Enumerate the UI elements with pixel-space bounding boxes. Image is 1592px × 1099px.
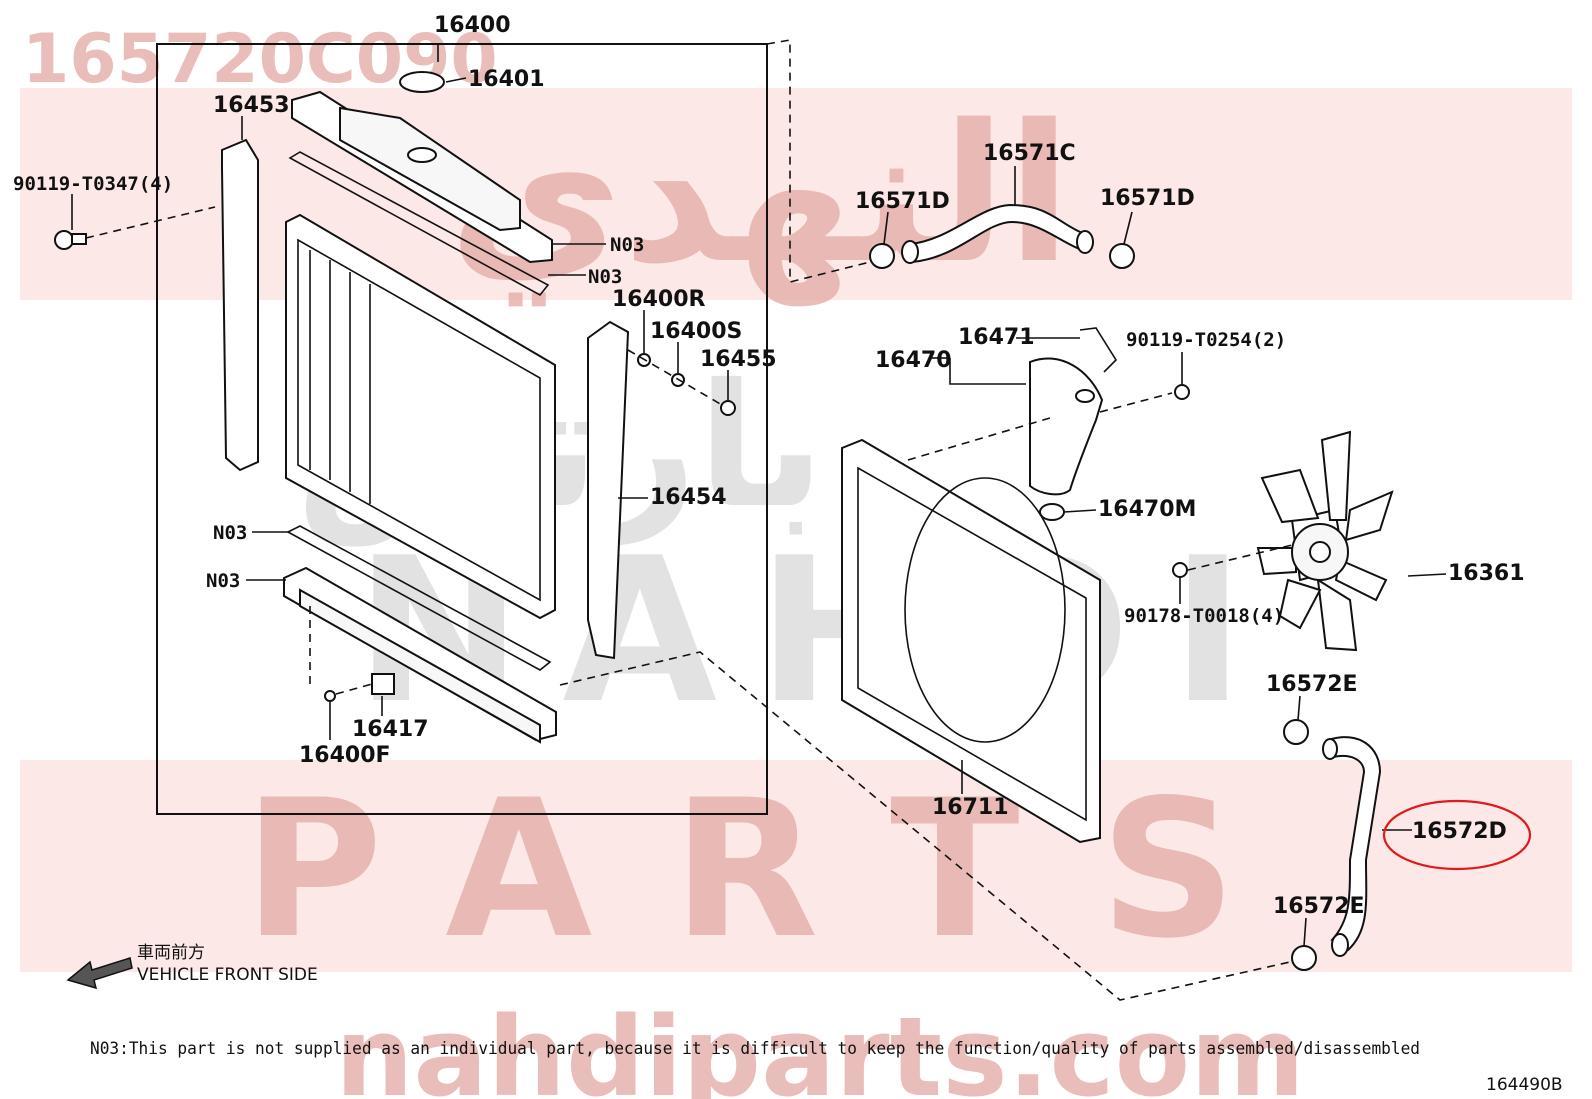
drain-cock-16417 (309, 606, 395, 702)
label-16571C: 16571C (983, 141, 1076, 166)
grommet-16470M (1039, 503, 1065, 521)
watermark-site: nahdiparts.com (335, 993, 1305, 1099)
label-16400F: 16400F (299, 743, 391, 768)
leader-lines (71, 44, 1447, 947)
side-support-16454 (587, 320, 630, 660)
vehicle-front-legend: 車両前方 VEHICLE FRONT SIDE (66, 943, 318, 990)
label-16400R: 16400R (612, 287, 706, 312)
nut-90178 (1172, 562, 1188, 578)
lower-hose-16572D (1322, 736, 1382, 957)
label-16453: 16453 (213, 93, 290, 118)
front-arrow-icon (66, 957, 133, 990)
label-16400S: 16400S (650, 319, 742, 344)
bolt-16455 (720, 400, 736, 416)
label-16571D-left: 16571D (855, 189, 950, 214)
side-support-16453 (221, 138, 259, 472)
radiator-assembly-box (156, 43, 768, 815)
label-16572D: 16572D (1412, 819, 1507, 844)
label-90178-T0018: 90178-T0018(4) (1124, 605, 1284, 627)
legend-jp: 車両前方 (137, 943, 205, 963)
radiator-lower-tank (283, 566, 557, 744)
watermark-band-top (20, 88, 1572, 300)
leader-support-fasteners (627, 349, 723, 406)
dashed-leader-hose-upper (766, 39, 871, 284)
bolt-90119-a (54, 206, 216, 250)
part-labels: 16400 16401 16453 90119-T0347(4) N03 N03… (13, 13, 1525, 919)
gasket-lower (286, 525, 552, 671)
radiator-upper-tank (291, 71, 553, 264)
figure-id: 164490B (1486, 1075, 1563, 1095)
fan-shroud-16711 (841, 417, 1101, 844)
reservoir-tank-16470 (1029, 327, 1190, 521)
gasket-upper (288, 151, 550, 297)
watermark-parts: PARTS (243, 759, 1316, 980)
label-16470M: 16470M (1098, 497, 1196, 522)
label-N03-lower-2: N03 (206, 570, 240, 592)
label-16401: 16401 (468, 67, 545, 92)
label-16572E-upper: 16572E (1266, 672, 1358, 697)
clamp-16571D-right (1109, 243, 1135, 269)
note-n03: N03:This part is not supplied as an indi… (90, 1039, 1420, 1059)
dashed-leader-hose-lower (559, 651, 1291, 1001)
label-16711: 16711 (932, 795, 1009, 820)
label-16361: 16361 (1448, 561, 1525, 586)
cooling-fan-16361 (1172, 430, 1394, 652)
watermark-brand-arabic: النهدي (448, 84, 1071, 307)
label-16417: 16417 (352, 717, 429, 742)
label-16471: 16471 (958, 325, 1035, 350)
watermark-band-bottom (20, 760, 1572, 972)
upper-hose-16571C (901, 203, 1094, 264)
legend-en: VEHICLE FRONT SIDE (137, 965, 318, 985)
label-90119-T0254: 90119-T0254(2) (1126, 329, 1286, 351)
label-16455: 16455 (700, 347, 777, 372)
label-16400: 16400 (434, 13, 511, 38)
label-16572E-lower: 16572E (1273, 894, 1365, 919)
bolt-90119-b (1174, 384, 1190, 400)
clamp-16572E-upper (1283, 719, 1309, 745)
label-N03-upper-1: N03 (610, 234, 644, 256)
label-N03-upper-2: N03 (588, 266, 622, 288)
label-N03-lower-1: N03 (213, 522, 247, 544)
clamp-16572E-lower (1291, 945, 1317, 971)
label-16571D-right: 16571D (1100, 186, 1195, 211)
label-16454: 16454 (650, 485, 727, 510)
highlight-16572D (1382, 799, 1532, 871)
clamp-16571D-left (869, 243, 895, 269)
label-90119-T0347: 90119-T0347(4) (13, 173, 173, 195)
radiator-core (285, 213, 556, 620)
label-16470: 16470 (875, 348, 952, 373)
